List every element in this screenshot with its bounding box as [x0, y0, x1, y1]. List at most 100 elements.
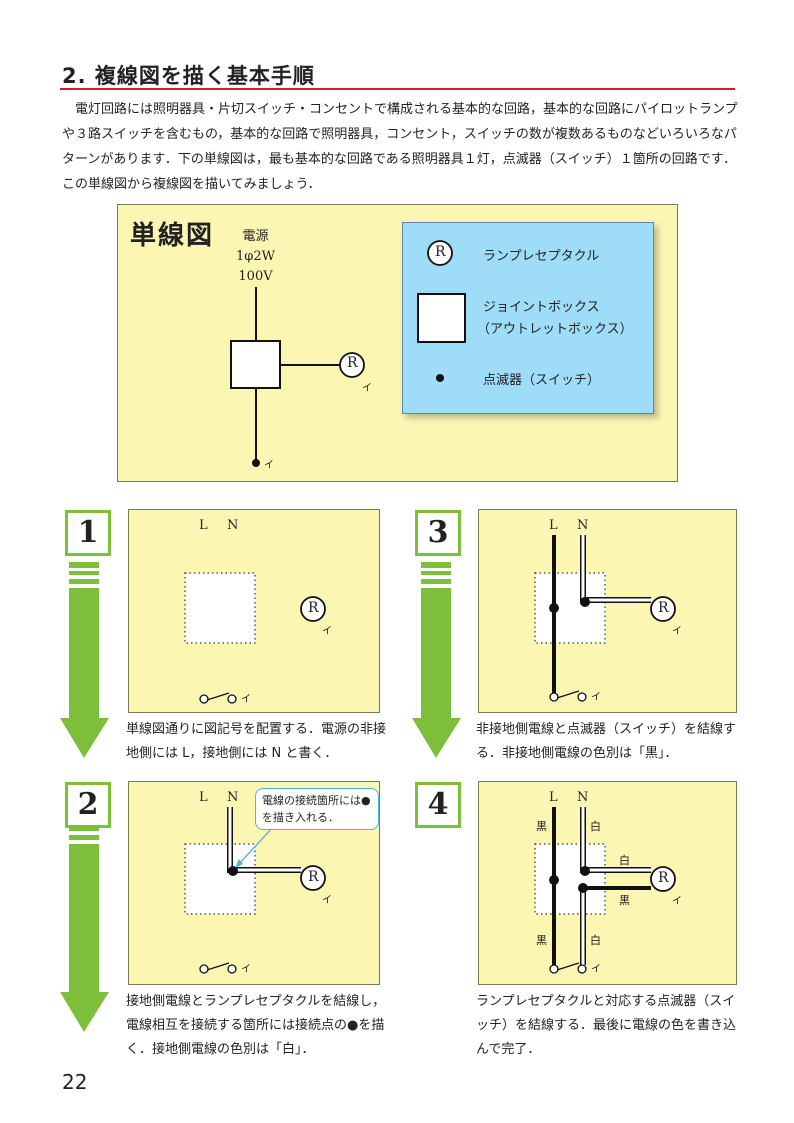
switch-lever — [206, 962, 230, 971]
step4-N: N — [577, 790, 589, 805]
lamp-receptacle — [300, 865, 326, 891]
step-3-panel: L N R イ イ — [478, 509, 737, 713]
step-3-diagram — [534, 535, 676, 702]
lamp-r: R — [347, 355, 358, 371]
step2-N: N — [227, 790, 239, 805]
step-2-panel: L N 電線の接続箇所には●を描き入れる． R イ イ — [128, 781, 380, 985]
step1-switch-i: イ — [241, 694, 251, 705]
step-1-caption: 単線図通りに図記号を配置する．電源の非接地側には L，接地側には N と書く． — [126, 722, 387, 761]
joint-box — [230, 340, 281, 389]
step-4-diagram — [534, 807, 676, 974]
legend-box: R ランプレセプタクル ジョイントボックス （アウトレットボックス） 点滅器（ス… — [402, 222, 654, 414]
arrow-right — [412, 562, 461, 758]
switch-terminal — [199, 964, 209, 974]
junction-dot — [228, 866, 238, 876]
dotted-box — [534, 572, 606, 644]
switch-terminal — [549, 692, 559, 702]
step4-R: R — [658, 870, 669, 886]
step3-lamp-i: イ — [672, 626, 682, 637]
lamp-receptacle — [650, 596, 676, 622]
callout-arrow-head — [235, 859, 243, 868]
step4-lamp-i: イ — [672, 896, 682, 907]
arrow-head-2 — [60, 992, 109, 1032]
lamp-receptacle — [650, 866, 676, 892]
single-line-panel: 単線図 電源 1φ2W 100V R イ イ R ランプレセプタクル ジョイント… — [117, 204, 678, 482]
legend-symbols — [417, 240, 466, 382]
step2-R: R — [308, 869, 319, 885]
step3-R: R — [658, 600, 669, 616]
lamp-receptacle — [300, 596, 326, 622]
step-1-diagram — [184, 572, 326, 704]
heading-rule — [60, 88, 735, 90]
wire-label-white-bottom: 白 — [590, 934, 601, 947]
junction-dot — [549, 875, 559, 885]
dotted-box — [534, 843, 606, 915]
wire-label-black-bottom: 黒 — [536, 934, 547, 947]
connection-callout: 電線の接続箇所には●を描き入れる． — [255, 788, 379, 830]
step2-switch-i: イ — [241, 964, 251, 975]
single-line-title: 単線図 — [130, 221, 215, 251]
legend-box-label: ジョイントボックス （アウトレットボックス） — [477, 300, 633, 337]
legend-switch-label: 点滅器（スイッチ） — [483, 373, 601, 388]
switch-terminal — [199, 694, 209, 704]
arrow-stripe — [69, 562, 99, 568]
arrow-head-3 — [412, 718, 461, 758]
step-1-panel: L N R イ イ — [128, 509, 380, 713]
legend-box-icon — [417, 293, 466, 343]
switch-lever — [556, 690, 580, 699]
switch-terminal — [549, 964, 559, 974]
step-4-caption: ランプレセプタクルと対応する点滅器（スイッチ）を結線する．最後に電線の色を書き込… — [476, 994, 737, 1057]
switch-terminal — [577, 692, 587, 702]
legend-r-letter: R — [435, 244, 446, 260]
junction-dot — [580, 866, 590, 876]
switch-lever — [206, 692, 230, 701]
switch-dot — [252, 459, 260, 467]
step1-lamp-i: イ — [322, 626, 332, 637]
step-2-number: 2 — [65, 782, 111, 828]
step-3-number: 3 — [415, 510, 461, 556]
lamp-receptacle — [339, 352, 365, 378]
single-line-diagram — [230, 287, 365, 467]
step-2-caption: 接地側電線とランプレセプタクルを結線し，電線相互を接続する箇所には接続点の●を描… — [126, 994, 386, 1057]
arrow-head-1 — [60, 718, 109, 758]
step4-L: L — [549, 790, 558, 805]
dotted-box — [184, 572, 256, 644]
legend-switch-icon — [436, 374, 444, 382]
legend-r-label: ランプレセプタクル — [483, 249, 600, 264]
lamp-i: イ — [362, 383, 372, 394]
step-2-diagram — [184, 807, 326, 974]
step-4-number: 4 — [415, 782, 461, 828]
step-3-caption: 非接地側電線と点滅器（スイッチ）を結線する．非接地側電線の色別は「黒」． — [476, 722, 737, 761]
wire-label-black-top: 黒 — [536, 820, 547, 833]
power-label: 電源 1φ2W 100V — [236, 229, 276, 284]
switch-lever — [556, 962, 580, 971]
step3-L: L — [549, 518, 558, 533]
arrow-left — [60, 562, 109, 1032]
junction-dot — [580, 597, 590, 607]
junction-dot — [549, 603, 559, 613]
dotted-box — [184, 843, 256, 915]
callout-leader — [237, 825, 275, 866]
step2-lamp-i: イ — [322, 895, 332, 906]
step-1-number: 1 — [65, 510, 111, 556]
step2-L: L — [199, 790, 208, 805]
step-4-panel: L N 黒 白 白 黒 黒 白 R イ イ — [478, 781, 737, 985]
section-heading: 2. 複線図を描く基本手順 — [62, 64, 315, 88]
step4-switch-i: イ — [591, 964, 601, 975]
switch-terminal — [227, 694, 237, 704]
switch-i: イ — [264, 460, 274, 471]
wire-label-black-lamp: 黒 — [619, 894, 630, 907]
wire-label-white-top: 白 — [590, 820, 601, 833]
switch-terminal — [577, 964, 587, 974]
switch-terminal — [227, 964, 237, 974]
step1-R: R — [308, 600, 319, 616]
step1-L: L — [199, 518, 208, 533]
wire-label-white-lamp: 白 — [619, 854, 630, 867]
junction-dot — [578, 883, 588, 893]
step3-N: N — [577, 518, 589, 533]
intro-paragraph: 電灯回路には照明器具・片切スイッチ・コンセントで構成される基本的な回路，基本的な… — [62, 102, 738, 192]
legend-r-icon — [427, 240, 453, 266]
page-number: 22 — [62, 1070, 88, 1094]
step1-N: N — [227, 518, 239, 533]
step3-switch-i: イ — [591, 692, 601, 703]
